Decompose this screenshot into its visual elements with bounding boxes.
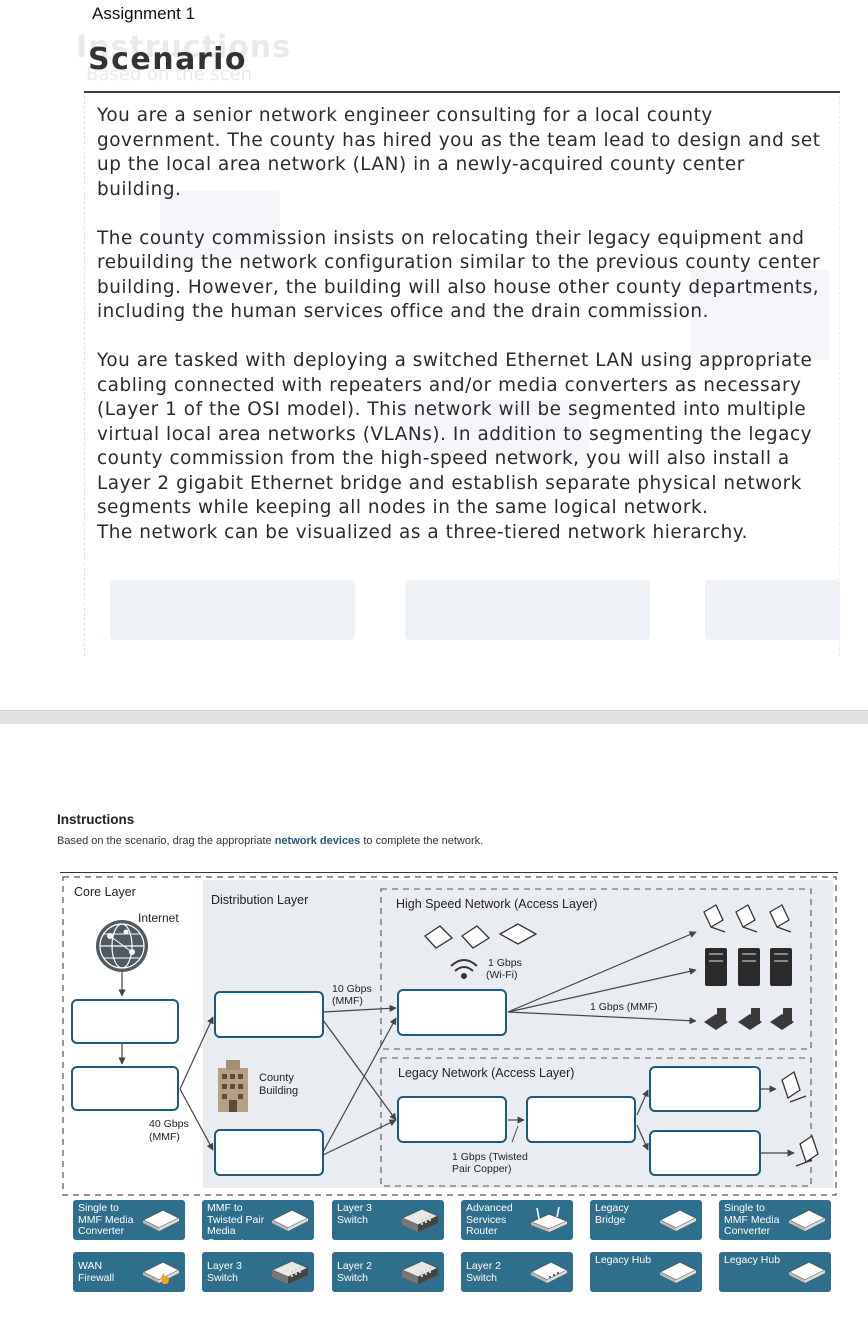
server-icon — [705, 948, 792, 986]
link-1g-tp-label: 1 Gbps (Twisted — [452, 1151, 528, 1163]
rack-switch-icon — [400, 1208, 440, 1232]
drop-zone-legacy-hub-2[interactable] — [649, 1130, 761, 1176]
diagram-top-rule — [60, 872, 838, 873]
laptop-icon — [703, 904, 792, 933]
drop-zone-distribution-top[interactable] — [214, 991, 324, 1038]
link-10g-label: 10 Gbps — [332, 983, 372, 995]
drop-zone-distribution-bottom[interactable] — [214, 1129, 324, 1176]
drop-zone-high-speed-switch[interactable] — [397, 989, 507, 1036]
rack-switch-icon — [400, 1260, 440, 1284]
tablet-icon — [424, 923, 538, 949]
legacy-network-label: Legacy Network (Access Layer) — [398, 1066, 574, 1080]
distribution-layer-label: Distribution Layer — [211, 893, 308, 907]
background-shape — [405, 580, 650, 640]
scenario-body: You are a senior network engineer consul… — [97, 104, 827, 545]
drop-zone-legacy-2[interactable] — [526, 1096, 636, 1143]
background-shape — [705, 580, 840, 640]
link-wifi-label: (Wi-Fi) — [486, 969, 517, 981]
drop-zone-core-1[interactable] — [71, 999, 179, 1044]
drop-zone-legacy-hub-1[interactable] — [649, 1066, 761, 1112]
palette-tile-legacy-hub-a[interactable]: Legacy Hub — [590, 1252, 702, 1292]
background-shape — [160, 190, 280, 260]
internet-globe-icon — [96, 920, 148, 972]
workstation-icon — [704, 1008, 794, 1030]
internet-label: Internet — [138, 911, 179, 925]
county-building-label: County — [259, 1072, 294, 1084]
scenario-paragraph: The county commission insists on relocat… — [97, 227, 821, 323]
background-shape — [110, 580, 355, 640]
drop-zone-core-2[interactable] — [71, 1066, 179, 1111]
firewall-icon — [141, 1261, 181, 1284]
hub-icon — [787, 1261, 827, 1283]
bridge-icon — [658, 1209, 698, 1231]
palette-tile-legacy-bridge[interactable]: Legacy Bridge — [590, 1200, 702, 1240]
palette-tile-layer3-switch-b[interactable]: Layer 3 Switch — [202, 1252, 314, 1292]
desktop-pc-icon — [781, 1070, 819, 1167]
high-speed-frame — [380, 888, 812, 1050]
scenario-frame — [84, 96, 840, 656]
background-shape — [400, 400, 590, 460]
assignment-label: Assignment 1 — [92, 4, 195, 23]
scenario-title: Scenario — [88, 42, 248, 77]
county-building-label: Building — [259, 1085, 298, 1097]
core-layer-label: Core Layer — [74, 885, 136, 899]
legacy-frame — [380, 1057, 812, 1187]
rack-switch-icon — [270, 1260, 310, 1284]
palette-tile-layer2-switch-a[interactable]: Layer 2 Switch — [332, 1252, 444, 1292]
switch-icon — [270, 1209, 310, 1231]
switch-icon — [787, 1209, 827, 1231]
core-layer-frame — [62, 876, 837, 1196]
instructions-text: Based on the scenario, drag the appropri… — [57, 835, 484, 847]
instructions-title: Instructions — [57, 812, 135, 827]
background-shape — [690, 270, 830, 360]
link-40g-label: (MMF) — [149, 1131, 180, 1143]
drop-zone-legacy-1[interactable] — [397, 1096, 507, 1143]
palette-tile-mmf-to-twisted-pair[interactable]: MMF to Twisted Pair Media Converter — [202, 1200, 314, 1248]
wifi-icon — [450, 959, 478, 979]
palette-tile-legacy-hub-b[interactable]: Legacy Hub — [719, 1252, 831, 1292]
scenario-paragraph: The network can be visualized as a three… — [97, 521, 749, 543]
palette-tile-advanced-services-router[interactable]: Advanced Services Router — [461, 1200, 573, 1240]
palette-tile-layer3-switch-a[interactable]: Layer 3 Switch — [332, 1200, 444, 1240]
switch-icon — [141, 1209, 181, 1231]
link-wifi-label: 1 Gbps — [488, 957, 522, 969]
hub-icon — [658, 1261, 698, 1283]
page-divider — [0, 710, 868, 724]
highlight-network-devices: network devices — [274, 835, 361, 847]
title-rule — [84, 91, 840, 93]
link-1g-tp-label: Pair Copper) — [452, 1163, 512, 1175]
palette-tile-single-to-mmf-b[interactable]: Single to MMF Media Converter — [719, 1200, 831, 1240]
scenario-paragraph: You are tasked with deploying a switched… — [97, 350, 813, 518]
high-speed-network-label: High Speed Network (Access Layer) — [396, 897, 597, 911]
link-1g-mmf-label: 1 Gbps (MMF) — [590, 1001, 658, 1013]
link-40g-label: 40 Gbps — [149, 1118, 189, 1130]
router-icon — [529, 1206, 569, 1232]
scenario-paragraph: You are a senior network engineer consul… — [97, 105, 821, 200]
palette-tile-single-to-mmf[interactable]: Single to MMF Media Converter — [73, 1200, 185, 1240]
county-building-icon — [218, 1060, 248, 1112]
switch-icon — [529, 1261, 569, 1283]
palette-tile-wan-firewall[interactable]: WAN Firewall — [73, 1252, 185, 1292]
palette-tile-layer2-switch-b[interactable]: Layer 2 Switch — [461, 1252, 573, 1292]
link-10g-label: (MMF) — [332, 995, 363, 1007]
